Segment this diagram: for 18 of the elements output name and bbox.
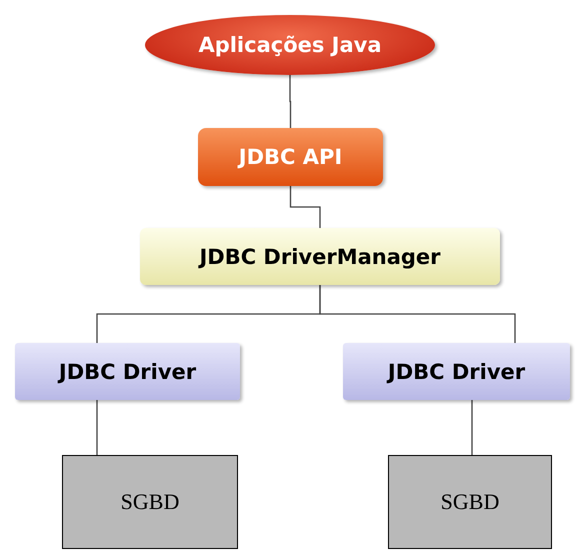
process-box	[343, 343, 570, 400]
database-box	[62, 455, 238, 549]
connector-line	[289, 75, 292, 128]
node-label: JDBC Driver	[58, 360, 196, 384]
process-box	[140, 228, 500, 285]
node-label: SGBD	[440, 489, 500, 515]
connector-line	[471, 400, 473, 455]
connector-line	[290, 186, 321, 228]
process-box	[15, 343, 240, 400]
connector-line	[319, 285, 516, 343]
node-label: JDBC API	[238, 145, 342, 169]
node-label: JDBC DriverManager	[199, 244, 441, 268]
connector-line	[96, 400, 98, 455]
process-box	[198, 128, 383, 186]
node-label: Aplicações Java	[198, 33, 382, 57]
node-label: JDBC Driver	[388, 360, 526, 384]
database-box	[388, 455, 552, 549]
node-label: SGBD	[120, 489, 180, 515]
